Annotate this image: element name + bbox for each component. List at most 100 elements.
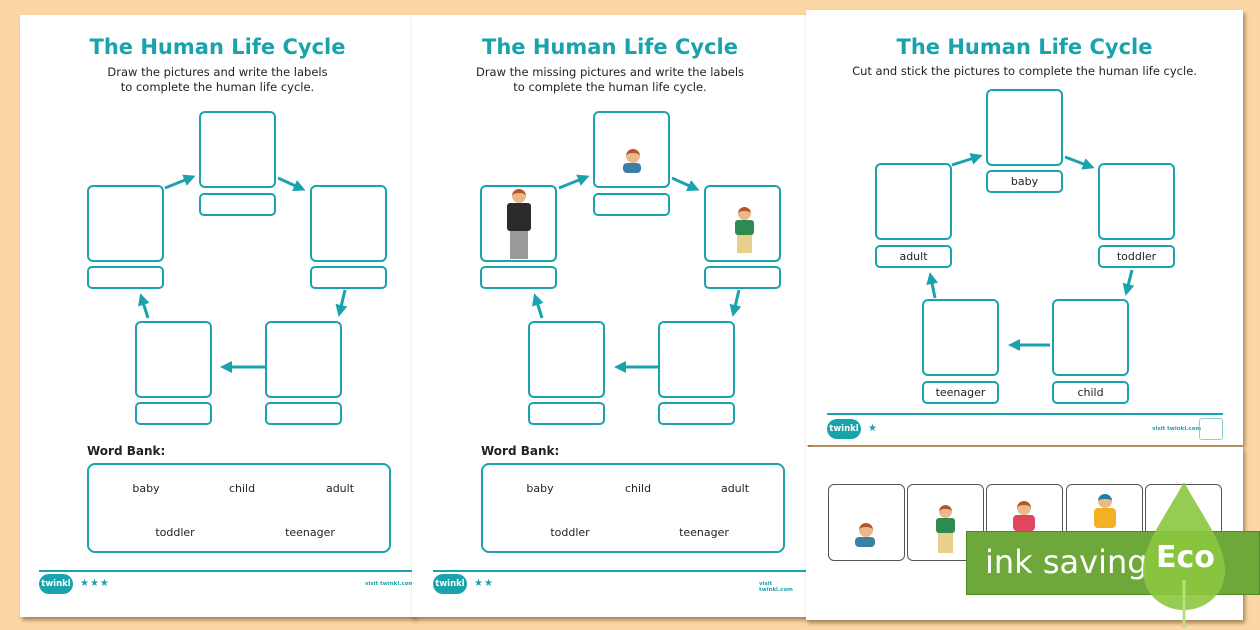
child-body <box>936 518 955 533</box>
label-box-left <box>480 266 557 289</box>
baby-figure <box>626 149 640 163</box>
word: toddler <box>155 526 195 539</box>
twinkl-logo: twinkl <box>827 419 861 439</box>
label-box-right <box>310 266 387 289</box>
adult-head <box>512 189 526 203</box>
label-adult: adult <box>875 245 952 268</box>
difficulty-stars: ★ <box>868 423 878 434</box>
arrow <box>532 293 544 319</box>
footer-divider <box>39 570 429 572</box>
eco-banner-text: ink saving <box>985 543 1148 581</box>
picture-box-teenager <box>922 299 999 376</box>
twinkl-logo: twinkl <box>39 574 73 594</box>
arrow <box>1122 269 1135 296</box>
word: teenager <box>679 526 729 539</box>
planit-badge-icon <box>1199 418 1223 440</box>
word-bank-title: Word Bank: <box>87 444 166 458</box>
label-teenager: teenager <box>922 381 999 404</box>
label-box-left <box>87 266 164 289</box>
toddler-head <box>1017 501 1031 515</box>
baby-picture-box <box>593 111 670 188</box>
instructions-line-1: Draw the missing pictures and write the … <box>475 65 745 79</box>
worksheet-page-2: The Human Life Cycle Draw the missing pi… <box>412 15 808 617</box>
arrow <box>277 176 306 191</box>
worksheet-page-3: The Human Life Cycle Cut and stick the p… <box>806 10 1243 445</box>
page-title: The Human Life Cycle <box>89 35 346 59</box>
picture-box-toddler <box>1098 163 1175 240</box>
baby-figure <box>859 523 873 537</box>
toddler-body <box>1013 515 1035 531</box>
word: teenager <box>285 526 335 539</box>
arrow <box>164 174 196 190</box>
picture-box-child <box>1052 299 1129 376</box>
child-head <box>939 505 952 518</box>
instructions-line-2: to complete the human life cycle. <box>513 80 707 94</box>
picture-box-adult <box>875 163 952 240</box>
label-box-top <box>593 193 670 216</box>
child-legs <box>938 533 953 553</box>
teen-head <box>1098 494 1112 508</box>
child-head <box>738 207 751 220</box>
visit-link: visit twinkl.com <box>759 581 793 593</box>
drawing-box-top <box>199 111 276 188</box>
difficulty-stars: ★★★ <box>80 578 110 589</box>
difficulty-stars: ★★ <box>474 578 494 589</box>
drawing-box-right <box>310 185 387 262</box>
adult-body <box>507 203 531 231</box>
word-bank-title: Word Bank: <box>481 444 560 458</box>
visit-link: visit twinkl.com <box>1152 426 1202 432</box>
cutout-card-baby <box>828 484 905 561</box>
drawing-box-bottom-right <box>658 321 735 398</box>
arrow <box>729 289 742 317</box>
twinkl-logo: twinkl <box>433 574 467 594</box>
arrow <box>558 174 590 190</box>
word-bank: baby child adult toddler teenager <box>87 463 391 553</box>
label-box-bottom-left <box>135 402 212 425</box>
page-title: The Human Life Cycle <box>482 35 738 59</box>
child-picture-box <box>704 185 781 262</box>
label-baby: baby <box>986 170 1063 193</box>
picture-box-baby <box>986 89 1063 166</box>
drawing-box-bottom-left <box>528 321 605 398</box>
arrow <box>1064 155 1095 170</box>
label-child: child <box>1052 381 1129 404</box>
adult-picture-box <box>480 185 557 262</box>
arrow <box>951 153 983 167</box>
footer-divider <box>827 413 1223 415</box>
instructions-line-2: to complete the human life cycle. <box>120 80 315 94</box>
drawing-box-bottom-left <box>135 321 212 398</box>
baby-body <box>623 163 641 173</box>
page-title: The Human Life Cycle <box>896 35 1153 59</box>
arrow <box>926 272 939 299</box>
word: baby <box>132 482 160 495</box>
baby-body <box>855 537 875 547</box>
drawing-box-left <box>87 185 164 262</box>
footer-divider <box>433 570 808 572</box>
child-body <box>735 220 754 235</box>
label-toddler: toddler <box>1098 245 1175 268</box>
eco-leaf-text: Eco <box>1156 540 1215 575</box>
arrow <box>138 293 150 319</box>
label-box-bottom-left <box>528 402 605 425</box>
word: adult <box>325 482 355 495</box>
visit-link: visit twinkl.com <box>365 581 415 587</box>
drawing-box-bottom-right <box>265 321 342 398</box>
word: child <box>228 482 256 495</box>
instructions: Cut and stick the pictures to complete t… <box>852 64 1197 78</box>
teen-body <box>1094 508 1116 528</box>
label-box-bottom-right <box>265 402 342 425</box>
label-box-bottom-right <box>658 402 735 425</box>
word: toddler <box>550 526 590 539</box>
word: adult <box>720 482 750 495</box>
instructions-line-1: Draw the pictures and write the labels <box>107 65 328 79</box>
adult-legs <box>510 231 528 259</box>
word: baby <box>526 482 554 495</box>
word-bank: baby child adult toddler teenager <box>481 463 785 553</box>
child-legs <box>737 235 752 253</box>
arrow <box>671 176 700 191</box>
label-box-top <box>199 193 276 216</box>
word: child <box>624 482 652 495</box>
label-box-right <box>704 266 781 289</box>
